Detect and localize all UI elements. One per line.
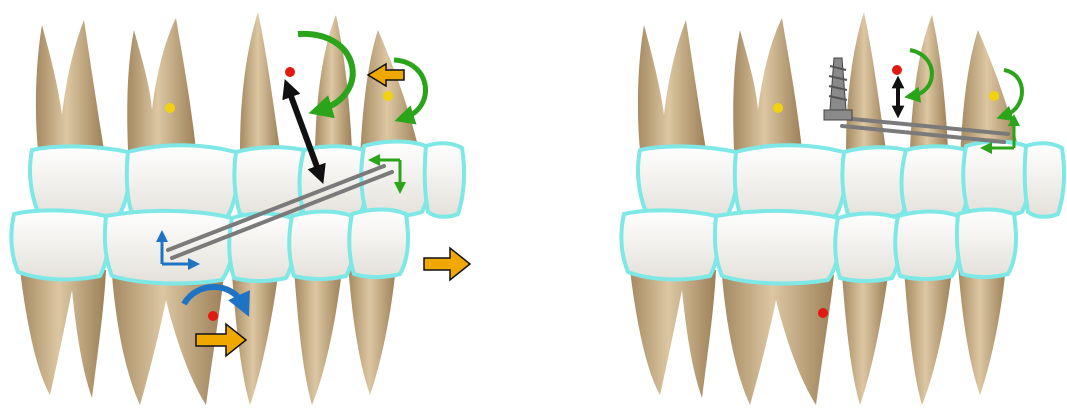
right-molar-center-dot [773, 103, 783, 113]
mini-screw-icon [824, 58, 852, 120]
left-lower-crowns [11, 210, 408, 284]
right-lower-roots [630, 265, 1006, 405]
right-panel [621, 12, 1064, 405]
left-panel [11, 12, 470, 405]
left-canine-center-dot [383, 91, 393, 101]
left-right-orange-translation-icon [424, 248, 470, 280]
right-lower-center-of-resistance-dot [818, 308, 828, 318]
right-lower-crowns [621, 210, 1016, 284]
left-premolar-center-of-resistance-dot [285, 67, 295, 77]
right-premolar-center-of-resistance-dot [892, 65, 902, 75]
right-canine-center-dot [989, 91, 999, 101]
left-molar-center-dot [165, 103, 175, 113]
left-upper-roots [36, 12, 420, 160]
left-lower-molar-center-of-resistance-dot [208, 311, 218, 321]
